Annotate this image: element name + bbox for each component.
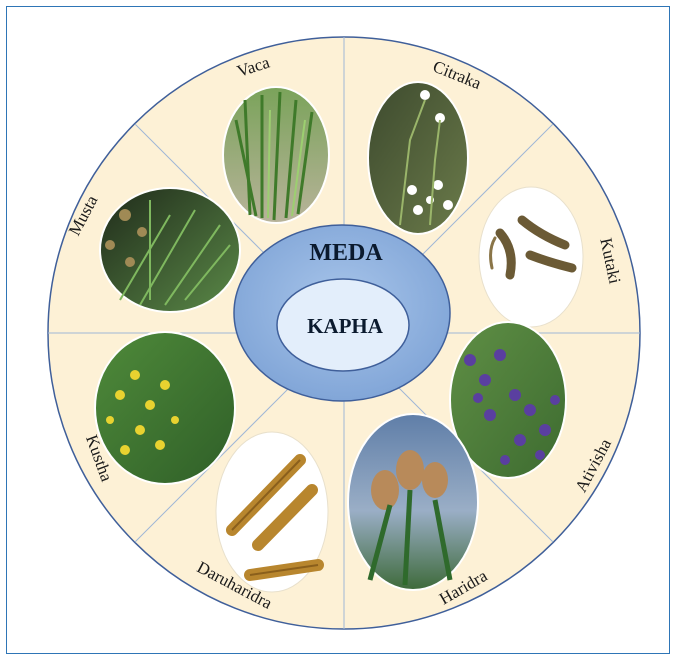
daruharidra-image (216, 432, 328, 592)
vaca-image (223, 87, 329, 223)
musta-image (100, 188, 240, 312)
haridra-image (348, 414, 478, 590)
kutaki-image (479, 187, 583, 327)
kustha-image (95, 332, 235, 484)
citraka-image (368, 82, 468, 234)
kapha-label: KAPHA (307, 314, 384, 338)
meda-label: MEDA (309, 240, 383, 266)
